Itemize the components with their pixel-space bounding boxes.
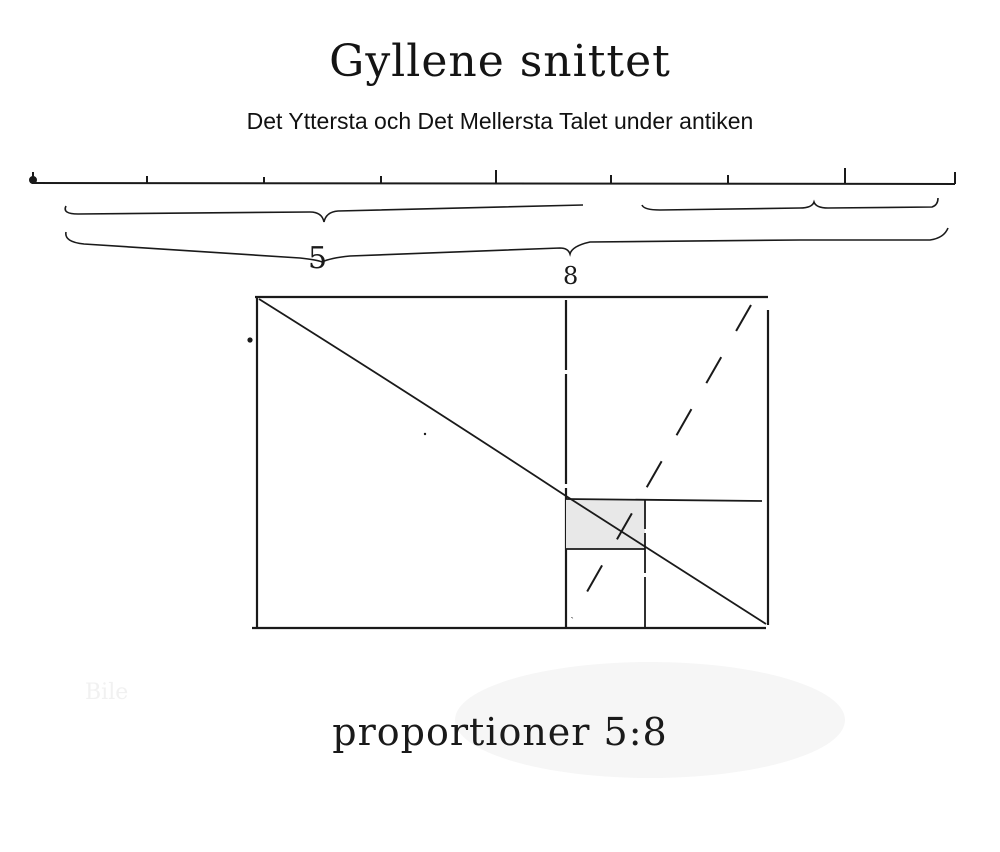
inner-shaded-square: [566, 499, 645, 549]
proportion-caption: proportioner 5:8: [332, 710, 668, 754]
scale-ruler: [29, 168, 956, 185]
diagram-title: Gyllene snittet: [329, 36, 671, 87]
diagonal-line: [258, 298, 767, 625]
faint-background-text: Bile: [85, 680, 129, 705]
label-long-segment: 8: [563, 262, 578, 290]
golden-rectangle: [247, 295, 770, 630]
brace-short-right: [641, 197, 939, 211]
inner-subdivisions: [565, 498, 763, 628]
brace-short-left: [64, 204, 584, 223]
label-short-segment: 5: [308, 241, 327, 276]
brace-long-left: [65, 227, 949, 263]
segment-braces: [64, 197, 949, 263]
diagram-subtitle: Det Yttersta och Det Mellersta Talet und…: [246, 108, 754, 134]
caption-background-blob: [455, 662, 845, 778]
stray-dot: [423, 432, 427, 436]
dashed-diagonal: [571, 304, 752, 619]
